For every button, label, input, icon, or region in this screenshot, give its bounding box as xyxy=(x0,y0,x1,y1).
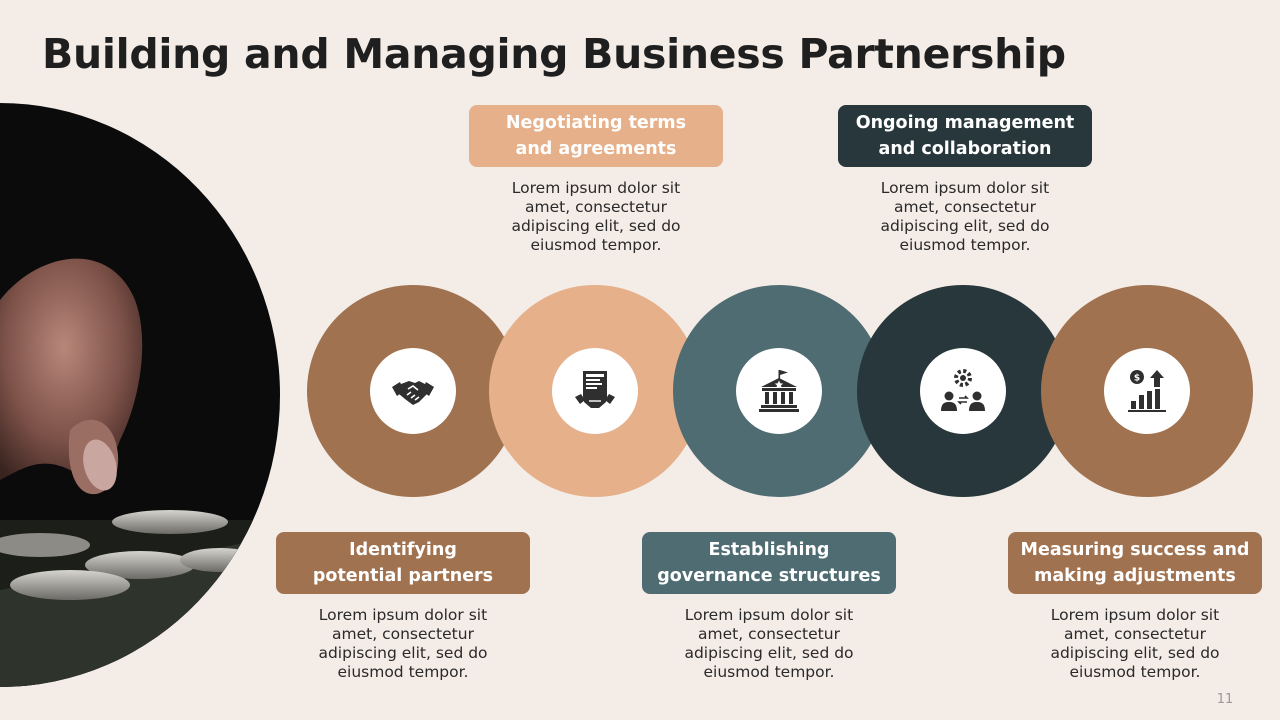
step-4-circle xyxy=(857,285,1069,497)
svg-text:$: $ xyxy=(1134,374,1140,384)
step-1-circle xyxy=(307,285,519,497)
step-3-label: Establishing governance structures xyxy=(642,532,896,594)
growth-chart-icon: $ xyxy=(1128,370,1166,412)
step-3-description: Lorem ipsum dolor sit amet, consectetur … xyxy=(684,606,854,681)
step-2-label: Negotiating terms and agreements xyxy=(469,105,723,167)
step-2-circle xyxy=(489,285,701,497)
handshake-icon xyxy=(392,381,434,405)
step-1-label: Identifying potential partners xyxy=(276,532,530,594)
step-4-label: Ongoing management and collaboration xyxy=(838,105,1092,167)
step-5-circle: $ xyxy=(1041,285,1253,497)
slide-title: Building and Managing Business Partnersh… xyxy=(42,30,1066,78)
step-5-description: Lorem ipsum dolor sit amet, consectetur … xyxy=(1050,606,1220,681)
contract-handshake-icon xyxy=(575,371,615,408)
step-2-description: Lorem ipsum dolor sit amet, consectetur … xyxy=(511,179,681,254)
step-3-circle xyxy=(673,285,885,497)
coins-hand-photo xyxy=(0,103,280,687)
government-building-icon xyxy=(759,370,799,412)
page-number: 11 xyxy=(1216,692,1234,707)
step-5-label: Measuring success and making adjustments xyxy=(1008,532,1262,594)
step-1-description: Lorem ipsum dolor sit amet, consectetur … xyxy=(318,606,488,681)
team-collaboration-icon xyxy=(941,369,985,411)
step-4-description: Lorem ipsum dolor sit amet, consectetur … xyxy=(880,179,1050,254)
